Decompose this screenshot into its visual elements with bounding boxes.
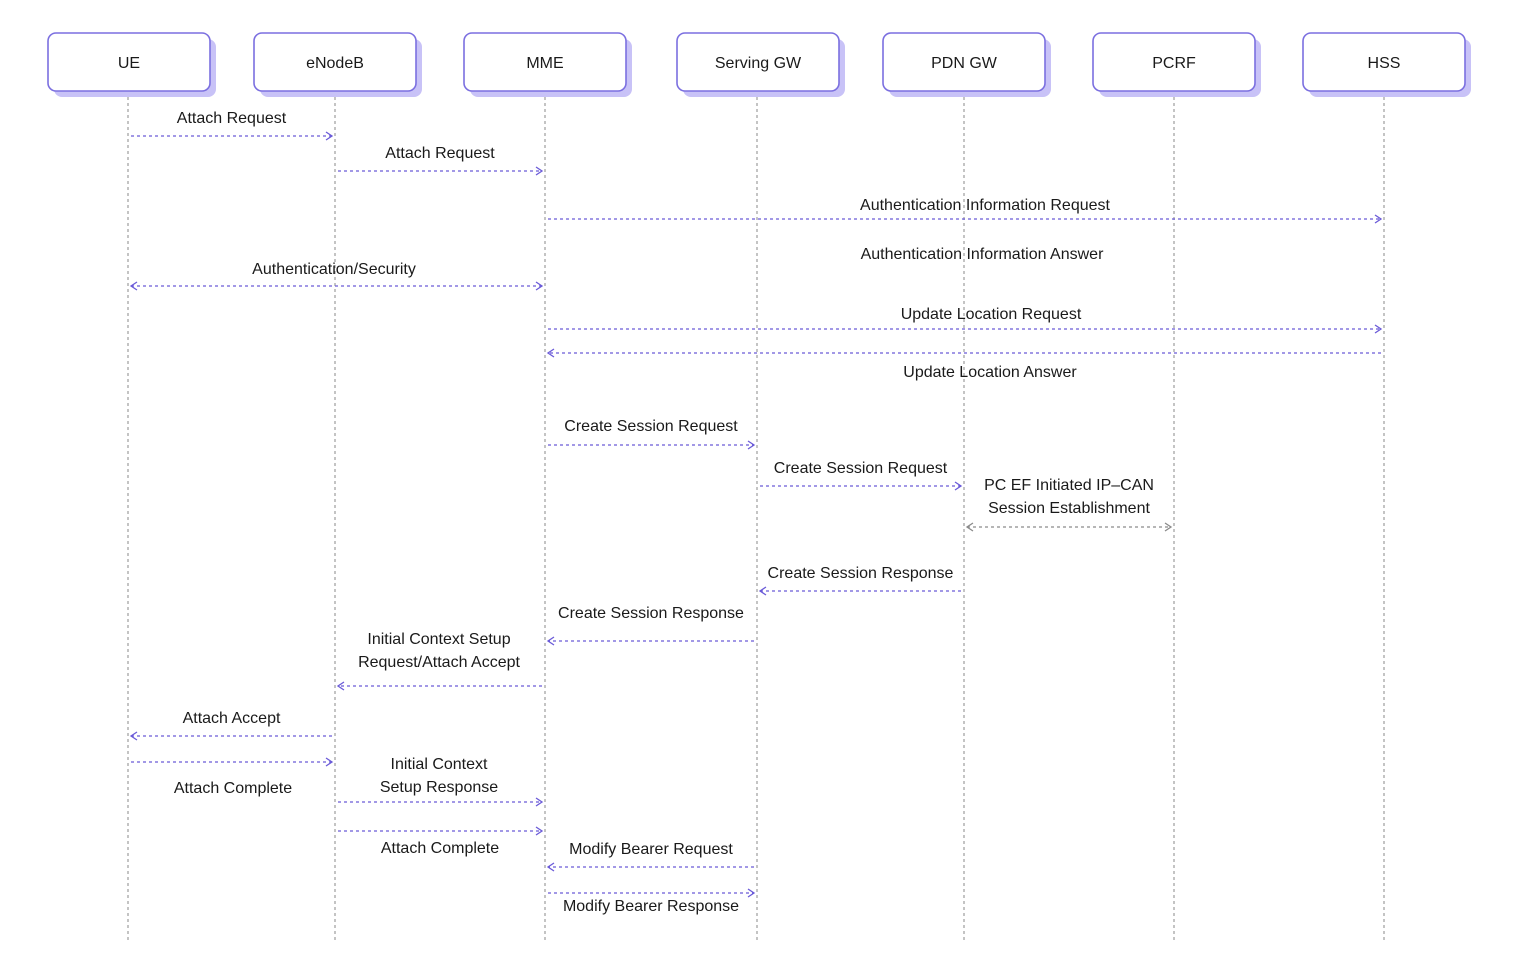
arrow-head (129, 731, 138, 741)
arrow-head (1164, 522, 1173, 532)
message-attach-complete: Attach Complete (131, 757, 334, 797)
arrow-head (1374, 214, 1383, 224)
message-label: Update Location Request (901, 306, 1082, 323)
actor-hss: HSS (1302, 32, 1471, 97)
actor-serving-gw: Serving GW (676, 32, 845, 97)
message-attach-accept: Attach Accept (129, 710, 332, 741)
message-label: Authentication Information Request (860, 197, 1110, 214)
actor-box (463, 32, 627, 92)
message-label: Authentication/Security (252, 261, 416, 278)
actor-mme: MME (463, 32, 632, 97)
message-create-session-response: Create Session Response (546, 605, 754, 646)
message-update-location-answer: Update Location Answer (546, 348, 1381, 381)
message-authentication-information-request: Authentication Information Request (548, 197, 1383, 224)
message-label: Attach Complete (174, 780, 292, 797)
actor-label: eNodeB (306, 55, 364, 72)
arrow-head (535, 166, 544, 176)
message-label: Create Session Response (768, 565, 954, 582)
message-attach-complete: Attach Complete (338, 826, 544, 857)
message-attach-request: Attach Request (131, 110, 334, 141)
message-authentication-security: Authentication/Security (129, 261, 544, 291)
message-create-session-request: Create Session Request (760, 460, 963, 491)
message-modify-bearer-response: Modify Bearer Response (548, 888, 756, 915)
arrow-head (129, 281, 138, 291)
message-label: Create Session Request (774, 460, 948, 477)
message-label: Attach Request (177, 110, 287, 127)
arrow-head (535, 797, 544, 807)
message-label: Attach Request (385, 145, 495, 162)
arrow-head (747, 888, 756, 898)
message-update-location-request: Update Location Request (548, 306, 1383, 334)
actor-box (676, 32, 840, 92)
arrow-head (535, 281, 544, 291)
actor-label: HSS (1368, 55, 1401, 72)
actor-enodeb: eNodeB (253, 32, 422, 97)
arrow-head (954, 481, 963, 491)
actor-label: PDN GW (931, 55, 998, 72)
arrow-head (546, 636, 555, 646)
actor-label: PCRF (1152, 55, 1196, 72)
actor-pcrf: PCRF (1092, 32, 1261, 97)
arrow-head (758, 586, 767, 596)
arrow-head (336, 681, 345, 691)
message-label: Update Location Answer (903, 364, 1077, 381)
actor-box (47, 32, 211, 92)
arrow-head (1374, 324, 1383, 334)
message-label: Authentication Information Answer (861, 246, 1104, 263)
actor-box (882, 32, 1046, 92)
arrow-head (325, 131, 334, 141)
message-create-session-request: Create Session Request (548, 418, 756, 450)
message-label: Attach Complete (381, 840, 499, 857)
arrow-head (546, 348, 555, 358)
actor-label: UE (118, 55, 140, 72)
actor-box (253, 32, 417, 92)
arrow-head (747, 440, 756, 450)
message-attach-request: Attach Request (338, 145, 544, 176)
message-create-session-response: Create Session Response (758, 565, 961, 596)
arrow-head (535, 826, 544, 836)
actor-label: MME (526, 55, 563, 72)
actor-pdn-gw: PDN GW (882, 32, 1051, 97)
arrow-head (546, 862, 555, 872)
message-authentication-information-answer: Authentication Information Answer (861, 246, 1104, 263)
message-label: Modify Bearer Response (563, 898, 739, 915)
message-label: Attach Accept (183, 710, 281, 727)
actor-label: Serving GW (715, 55, 802, 72)
message-modify-bearer-request: Modify Bearer Request (546, 841, 754, 872)
actor-box (1092, 32, 1256, 92)
arrow-head (325, 757, 334, 767)
arrow-head (965, 522, 974, 532)
actor-ue: UE (47, 32, 216, 97)
message-label: Create Session Request (564, 418, 738, 435)
message-label: Modify Bearer Request (569, 841, 733, 858)
actor-box (1302, 32, 1466, 92)
message-label: Create Session Response (558, 605, 744, 622)
